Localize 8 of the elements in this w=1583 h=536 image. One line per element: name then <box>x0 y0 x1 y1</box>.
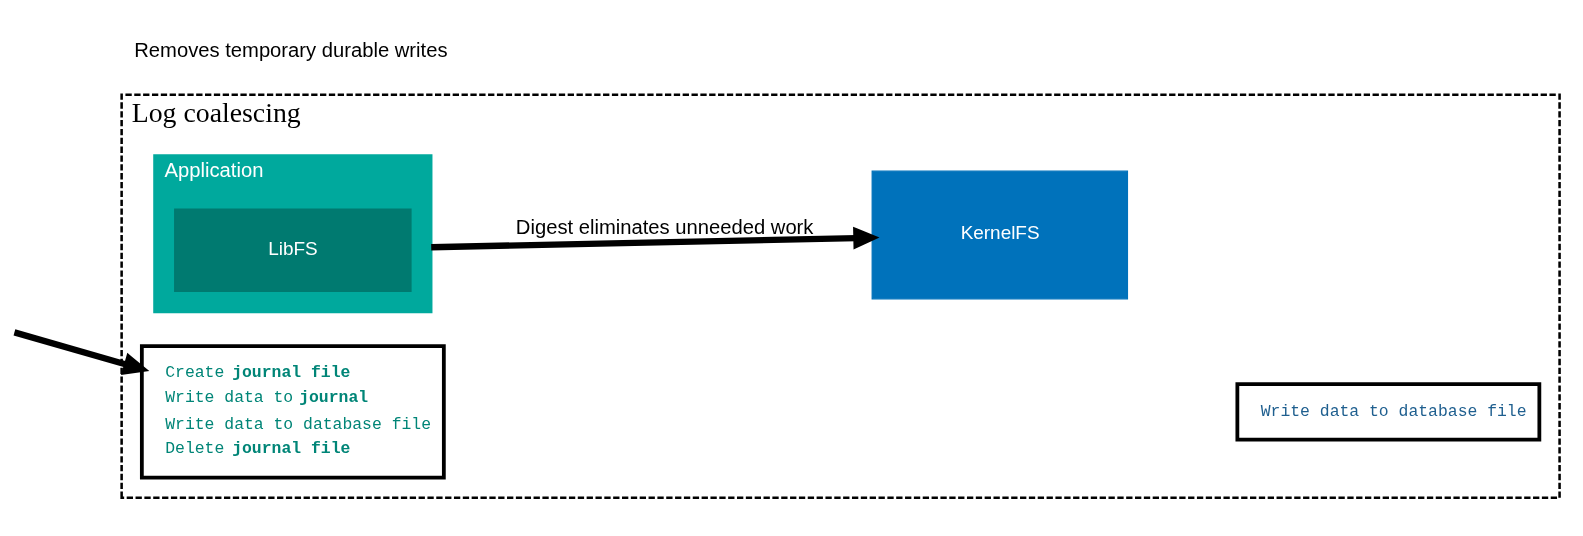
node-box: KernelFS <box>871 170 1129 299</box>
label: Removes temporary durable writes <box>134 38 448 61</box>
arrow <box>13 328 150 375</box>
node-box: Create journal file Write data to journal Write data to database file Delete journal file <box>139 343 446 479</box>
edge-label: Digest eliminates unneeded work <box>515 215 814 237</box>
node-box: Write data to database file <box>1235 381 1542 442</box>
node-box: LibFS <box>174 208 412 292</box>
arrow <box>431 226 880 250</box>
